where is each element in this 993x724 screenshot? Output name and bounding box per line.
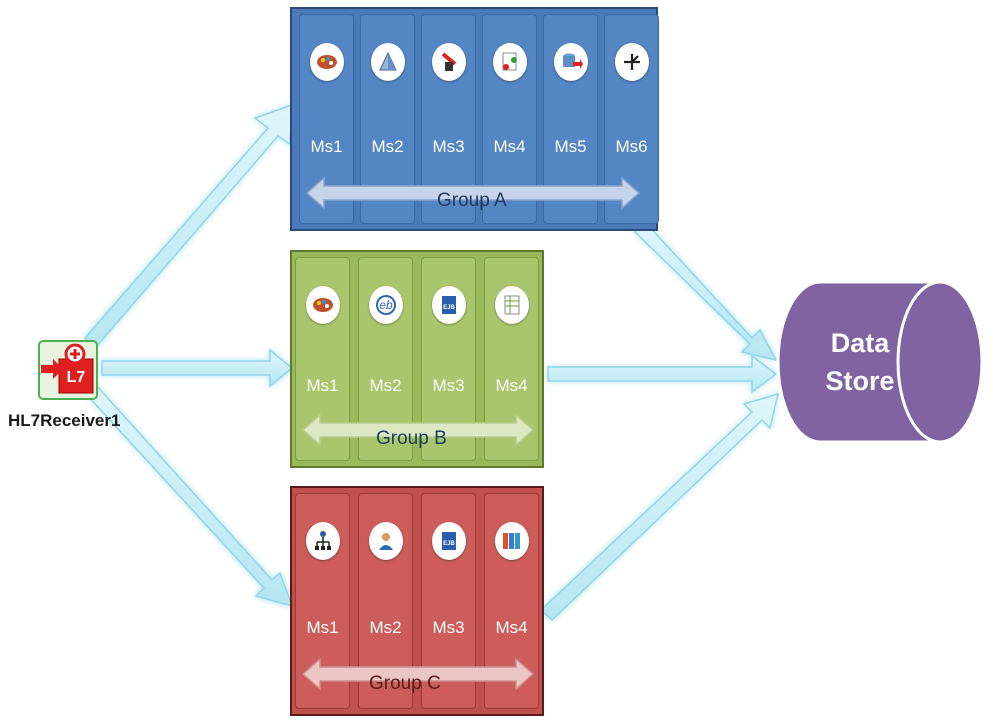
arrow-group-b-to-store bbox=[547, 354, 778, 394]
service-label: Ms1 bbox=[310, 137, 343, 156]
service-label: Ms6 bbox=[615, 137, 648, 156]
service-label: Ms4 bbox=[495, 618, 528, 637]
arrow-group-c-to-store bbox=[539, 392, 780, 622]
plug-icon bbox=[431, 43, 466, 81]
svg-text:eb: eb bbox=[379, 298, 393, 312]
database-export-icon bbox=[553, 43, 588, 81]
group-span-arrow bbox=[306, 176, 640, 210]
globe-e-icon: eb bbox=[368, 286, 403, 324]
service-label: Ms2 bbox=[369, 618, 402, 637]
svg-text:EJB: EJB bbox=[443, 541, 455, 547]
arrow-group-a-to-store bbox=[633, 220, 778, 362]
group-span-arrow bbox=[302, 657, 534, 691]
user-support-icon bbox=[368, 522, 403, 560]
svg-text:L7: L7 bbox=[67, 369, 86, 386]
service-label: Ms3 bbox=[432, 376, 465, 395]
ejb-icon: EJB bbox=[431, 522, 466, 560]
palette-icon bbox=[305, 286, 340, 324]
service-label: Ms2 bbox=[371, 137, 404, 156]
service-label: Ms3 bbox=[432, 618, 465, 637]
service-label: Ms3 bbox=[432, 137, 465, 156]
spreadsheet-icon bbox=[494, 286, 529, 324]
service-label: Ms1 bbox=[306, 618, 339, 637]
group-label: Group B bbox=[376, 428, 447, 449]
hl7-receiver-icon: L7 bbox=[37, 339, 99, 401]
receiver-label: HL7Receiver1 bbox=[8, 411, 121, 430]
service-label: Ms5 bbox=[554, 137, 587, 156]
data-store-cylinder bbox=[776, 280, 984, 444]
data-store-label-line2: Store bbox=[825, 366, 895, 396]
service-label: Ms2 bbox=[369, 376, 402, 395]
document-transfer-icon bbox=[492, 43, 527, 81]
arrow-receiver-to-group-c bbox=[84, 382, 294, 608]
arrow-receiver-to-group-b bbox=[101, 348, 294, 388]
group-label: Group A bbox=[437, 190, 507, 211]
palette-icon bbox=[309, 43, 344, 81]
data-store-label-line1: Data bbox=[830, 328, 890, 358]
svg-text:EJB: EJB bbox=[443, 305, 455, 311]
group-span-arrow bbox=[302, 413, 534, 447]
pyramid-icon bbox=[370, 43, 405, 81]
ejb-icon: EJB bbox=[431, 286, 466, 324]
service-label: Ms1 bbox=[306, 376, 339, 395]
group-label: Group C bbox=[369, 673, 441, 694]
service-label: Ms4 bbox=[493, 137, 526, 156]
flow-split-icon bbox=[614, 43, 649, 81]
arrow-receiver-to-group-a bbox=[83, 103, 293, 350]
data-store-label: Data Store bbox=[800, 324, 920, 400]
service-label: Ms4 bbox=[495, 376, 528, 395]
binders-icon bbox=[494, 522, 529, 560]
hierarchy-icon bbox=[305, 522, 340, 560]
